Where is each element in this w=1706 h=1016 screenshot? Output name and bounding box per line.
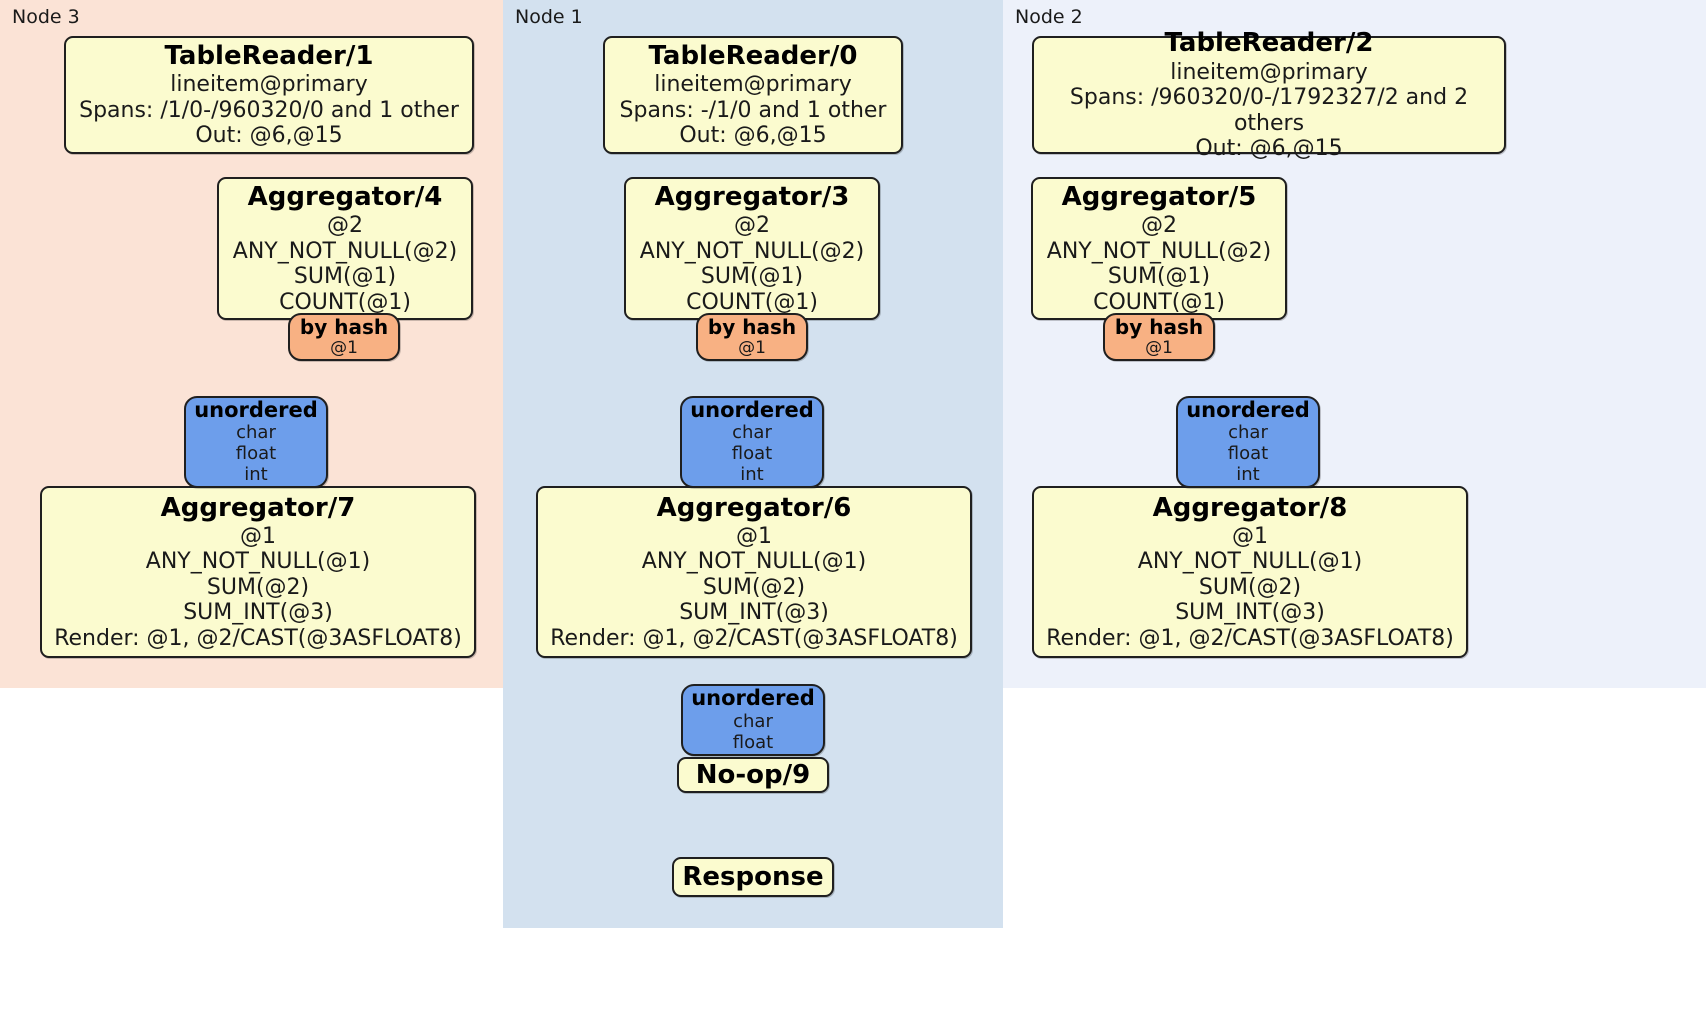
processor-group-cols: @1 <box>240 523 276 549</box>
processor-group-cols: @1 <box>736 523 772 549</box>
stream-title: unordered <box>1186 398 1310 422</box>
processor-func-2: SUM(@2) <box>702 574 806 600</box>
processor-func-2: SUM(@2) <box>1198 574 1302 600</box>
processor-func-3: COUNT(@1) <box>686 289 818 315</box>
processor-no-op-9[interactable]: No-op/9 <box>677 757 829 793</box>
processor-title: Aggregator/7 <box>160 492 356 523</box>
processor-table: lineitem@primary <box>1170 59 1368 85</box>
stream-unordered-6[interactable]: unordered char float int <box>680 396 824 488</box>
stream-type-2: float <box>732 731 774 753</box>
processor-title: No-op/9 <box>695 759 811 790</box>
stream-type-1: char <box>733 710 773 732</box>
processor-func-1: ANY_NOT_NULL(@1) <box>1137 549 1363 575</box>
processor-func-1: ANY_NOT_NULL(@1) <box>641 549 867 575</box>
processor-aggregator-4[interactable]: Aggregator/4 @2 ANY_NOT_NULL(@2) SUM(@1)… <box>217 177 473 320</box>
processor-group-cols: @1 <box>1232 523 1268 549</box>
stream-title: unordered <box>194 398 318 422</box>
processor-aggregator-8[interactable]: Aggregator/8 @1 ANY_NOT_NULL(@1) SUM(@2)… <box>1032 486 1468 658</box>
processor-table: lineitem@primary <box>654 72 852 98</box>
processor-render: Render: @1, @2/CAST(@3ASFLOAT8) <box>550 625 958 651</box>
processor-out: Out: @6,@15 <box>1195 136 1343 162</box>
node-panel-label-node2: Node 2 <box>1015 6 1083 28</box>
node-panel-label-node1: Node 1 <box>515 6 583 28</box>
router-by-hash-3[interactable]: by hash @1 <box>696 313 808 361</box>
processor-table: lineitem@primary <box>170 72 368 98</box>
processor-title: Aggregator/8 <box>1152 492 1348 523</box>
processor-out: Out: @6,@15 <box>195 123 343 149</box>
processor-aggregator-3[interactable]: Aggregator/3 @2 ANY_NOT_NULL(@2) SUM(@1)… <box>624 177 880 320</box>
processor-group-cols: @2 <box>734 213 770 239</box>
processor-func-1: ANY_NOT_NULL(@2) <box>639 238 865 264</box>
stream-type-2: float <box>235 443 277 465</box>
processor-spans: Spans: -/1/0 and 1 other <box>619 97 887 123</box>
processor-render: Render: @1, @2/CAST(@3ASFLOAT8) <box>54 625 462 651</box>
router-columns: @1 <box>330 337 358 358</box>
stream-type-1: char <box>236 422 276 444</box>
processor-func-1: ANY_NOT_NULL(@1) <box>145 549 371 575</box>
processor-func-2: SUM(@1) <box>700 264 804 290</box>
processor-table-reader-2[interactable]: TableReader/2 lineitem@primary Spans: /9… <box>1032 28 1506 161</box>
processor-aggregator-5[interactable]: Aggregator/5 @2 ANY_NOT_NULL(@2) SUM(@1)… <box>1031 177 1287 320</box>
processor-spans: Spans: /960320/0-/1792327/2 and 2 others <box>1069 85 1469 136</box>
stream-title: unordered <box>691 686 815 711</box>
processor-title: TableReader/1 <box>164 41 374 72</box>
processor-aggregator-7[interactable]: Aggregator/7 @1 ANY_NOT_NULL(@1) SUM(@2)… <box>40 486 476 658</box>
processor-func-3: SUM_INT(@3) <box>1175 600 1325 626</box>
processor-title: TableReader/2 <box>1164 28 1374 59</box>
processor-func-2: SUM(@1) <box>293 264 397 290</box>
processor-func-2: SUM(@1) <box>1107 264 1211 290</box>
router-title: by hash <box>707 314 797 339</box>
router-columns: @1 <box>1145 337 1173 358</box>
stream-type-3: int <box>740 464 764 486</box>
router-title: by hash <box>1114 314 1204 339</box>
stream-title: unordered <box>690 398 814 422</box>
processor-title: Aggregator/6 <box>656 492 852 523</box>
processor-func-2: SUM(@2) <box>206 574 310 600</box>
processor-group-cols: @2 <box>327 213 363 239</box>
processor-title: Aggregator/3 <box>654 181 850 212</box>
processor-func-1: ANY_NOT_NULL(@2) <box>232 238 458 264</box>
stream-unordered-7[interactable]: unordered char float int <box>184 396 328 488</box>
stream-unordered-8[interactable]: unordered char float int <box>1176 396 1320 488</box>
processor-aggregator-6[interactable]: Aggregator/6 @1 ANY_NOT_NULL(@1) SUM(@2)… <box>536 486 972 658</box>
processor-title: TableReader/0 <box>648 41 858 72</box>
stream-type-2: float <box>1227 443 1269 465</box>
router-by-hash-4[interactable]: by hash @1 <box>288 313 400 361</box>
processor-func-3: COUNT(@1) <box>1093 289 1225 315</box>
processor-render: Render: @1, @2/CAST(@3ASFLOAT8) <box>1046 625 1454 651</box>
node-panel-label-node3: Node 3 <box>12 6 80 28</box>
stream-type-1: char <box>732 422 772 444</box>
router-title: by hash <box>299 314 389 339</box>
processor-table-reader-1[interactable]: TableReader/1 lineitem@primary Spans: /1… <box>64 36 474 154</box>
stream-unordered-final[interactable]: unordered char float <box>681 684 825 756</box>
node-response[interactable]: Response <box>672 857 834 897</box>
processor-out: Out: @6,@15 <box>679 123 827 149</box>
router-columns: @1 <box>738 337 766 358</box>
stream-type-2: float <box>731 443 773 465</box>
processor-title: Aggregator/5 <box>1061 181 1257 212</box>
stream-type-1: char <box>1228 422 1268 444</box>
response-title: Response <box>682 861 824 892</box>
processor-func-1: ANY_NOT_NULL(@2) <box>1046 238 1272 264</box>
processor-func-3: COUNT(@1) <box>279 289 411 315</box>
processor-func-3: SUM_INT(@3) <box>679 600 829 626</box>
processor-title: Aggregator/4 <box>247 181 443 212</box>
router-by-hash-5[interactable]: by hash @1 <box>1103 313 1215 361</box>
processor-func-3: SUM_INT(@3) <box>183 600 333 626</box>
processor-group-cols: @2 <box>1141 213 1177 239</box>
stream-type-3: int <box>1236 464 1260 486</box>
processor-spans: Spans: /1/0-/960320/0 and 1 other <box>79 97 459 123</box>
stream-type-3: int <box>244 464 268 486</box>
processor-table-reader-0[interactable]: TableReader/0 lineitem@primary Spans: -/… <box>603 36 903 154</box>
